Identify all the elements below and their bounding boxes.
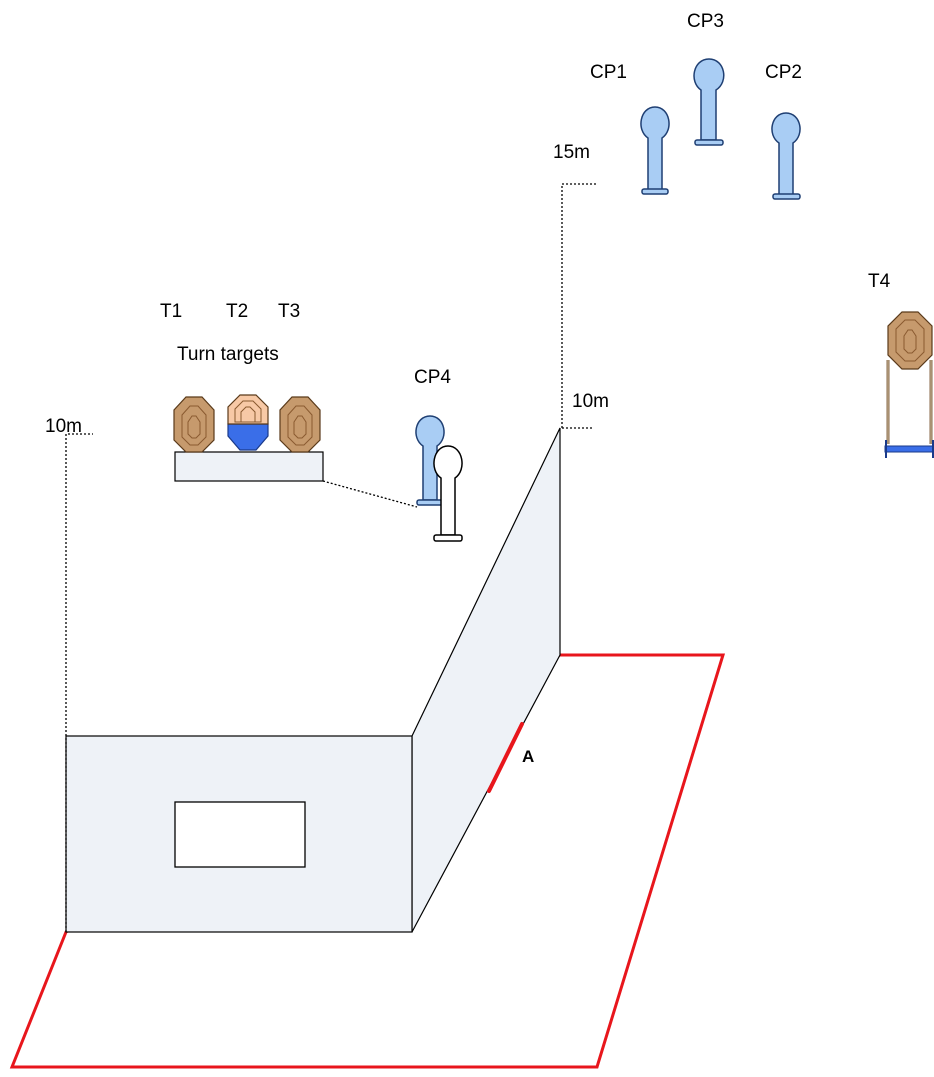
label-cp1: CP1 <box>590 62 627 83</box>
popper-cp1 <box>640 106 670 195</box>
label-t2: T2 <box>226 301 248 322</box>
label-turn-targets: Turn targets <box>177 344 279 365</box>
label-cp4: CP4 <box>414 367 451 388</box>
target-t4-steel <box>887 311 933 370</box>
table-connector-line <box>322 480 418 508</box>
target-t2-turner <box>227 394 269 451</box>
popper-cp2 <box>771 112 801 200</box>
label-cp3: CP3 <box>687 11 724 32</box>
position-a-marker <box>487 722 524 793</box>
popper-cp3 <box>693 58 725 146</box>
label-t4: T4 <box>868 271 891 292</box>
label-15m: 15m <box>553 142 590 163</box>
distance-line-15m <box>561 183 598 428</box>
label-t3: T3 <box>278 301 300 322</box>
label-10m-left: 10m <box>45 416 82 437</box>
label-10m-right: 10m <box>572 391 609 412</box>
label-cp2: CP2 <box>765 62 802 83</box>
distance-line-10m-left <box>65 433 93 932</box>
no-shoot-cp4 <box>433 445 463 542</box>
target-t3-steel <box>279 396 321 453</box>
target-t4-stand <box>884 360 934 458</box>
turn-target-table <box>174 451 324 482</box>
label-t1: T1 <box>160 301 182 322</box>
popper-cp4 <box>415 415 445 506</box>
target-t1-steel <box>173 396 215 453</box>
label-a: A <box>522 747 534 766</box>
wall-window <box>174 801 306 868</box>
